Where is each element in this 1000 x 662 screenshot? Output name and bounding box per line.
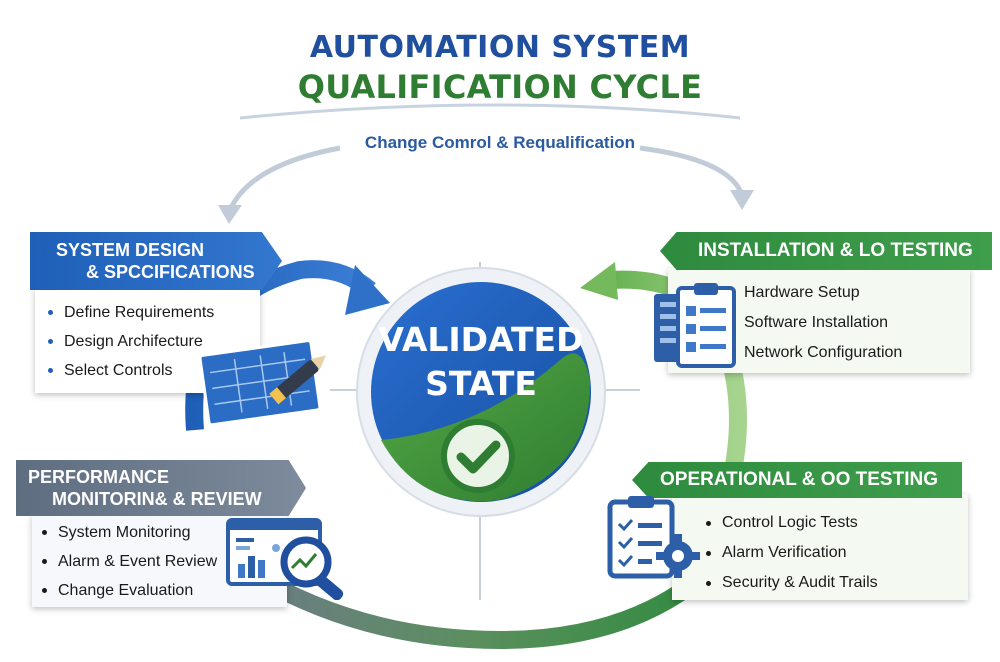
- installation-arrowhead: [580, 262, 618, 300]
- list-item: System Monitoring: [42, 518, 217, 547]
- list-item: Select Controls: [48, 356, 214, 385]
- installation-item-2: Software Installation: [744, 314, 889, 331]
- installation-item-1: Hardware Setup: [744, 284, 860, 301]
- operational-header: OPERATIONAL & OO TESTING: [632, 462, 962, 498]
- performance-item-2: Alarm & Event Review: [58, 552, 218, 570]
- design-item-2: Design Archifecture: [64, 332, 203, 350]
- installation-items: Hardware Setup Software Installation Net…: [744, 278, 902, 368]
- change-control-arrowhead-right: [730, 190, 754, 210]
- operational-item-1: Control Logic Tests: [722, 514, 858, 531]
- center-line-1: VALIDATED: [378, 320, 584, 359]
- design-title-line-2: & SPCCIFICATIONS: [86, 262, 255, 282]
- design-item-3: Select Controls: [64, 361, 173, 379]
- checkmark-icon: [440, 418, 516, 494]
- design-arrowhead: [345, 265, 390, 315]
- design-header: SYSTEM DESIGN & SPCCIFICATIONS: [30, 232, 282, 290]
- performance-header: PERFORMANCE MONITORIN& & REVIEW: [16, 460, 306, 516]
- performance-items: System Monitoring Alarm & Event Review C…: [42, 518, 217, 605]
- title-line-2: QUALIFICATION CYCLE: [297, 68, 703, 106]
- center-line-2: STATE: [425, 364, 537, 403]
- list-item: Hardware Setup: [744, 278, 902, 308]
- list-item: Software Installation: [744, 308, 902, 338]
- list-item: Security & Audit Trails: [706, 568, 878, 598]
- blueprint-pencil-icon: [198, 338, 330, 433]
- clipboard-server-icon: [652, 282, 740, 375]
- change-control-arc-right: [639, 145, 745, 196]
- performance-item-3: Change Evaluation: [58, 581, 194, 599]
- list-item: Network Configuration: [744, 338, 902, 368]
- design-item-1: Define Requirements: [64, 303, 215, 321]
- checklist-gear-icon: [606, 496, 702, 587]
- design-title-line-1: SYSTEM DESIGN: [56, 240, 205, 260]
- operational-item-2: Alarm Verification: [722, 544, 847, 561]
- installation-header: INSTALLATION & LO TESTING: [660, 232, 992, 270]
- change-control-arc-left: [227, 145, 341, 212]
- list-item: Alarm Verification: [706, 538, 878, 568]
- list-item: Control Logic Tests: [706, 508, 878, 538]
- operational-items: Control Logic Tests Alarm Verification S…: [706, 508, 878, 598]
- list-item: Change Evaluation: [42, 576, 217, 605]
- title-line-1: AUTOMATION SYSTEM: [309, 30, 691, 65]
- title-underline: [239, 103, 741, 120]
- validated-state: VALIDATED STATE: [371, 318, 591, 406]
- change-control-arrowhead-left: [218, 205, 242, 224]
- list-item: Define Requirements: [48, 298, 214, 327]
- change-control-label: Change Comrol & Requalification: [364, 133, 636, 152]
- operational-item-3: Security & Audit Trails: [722, 574, 878, 591]
- performance-title-line-1: PERFORMANCE: [28, 467, 170, 487]
- bottom-cycle-arrow: [225, 552, 727, 650]
- operational-title: OPERATIONAL & OO TESTING: [660, 469, 938, 490]
- dashboard-magnifier-icon: [226, 516, 354, 605]
- operational-items-box: [672, 494, 968, 600]
- installation-item-3: Network Configuration: [744, 344, 903, 361]
- performance-item-1: System Monitoring: [58, 523, 191, 541]
- design-items: Define Requirements Design Archifecture …: [48, 298, 214, 385]
- installation-title: INSTALLATION & LO TESTING: [698, 240, 973, 261]
- list-item: Alarm & Event Review: [42, 547, 217, 576]
- performance-title-line-2: MONITORIN& & REVIEW: [52, 489, 262, 509]
- list-item: Design Archifecture: [48, 327, 214, 356]
